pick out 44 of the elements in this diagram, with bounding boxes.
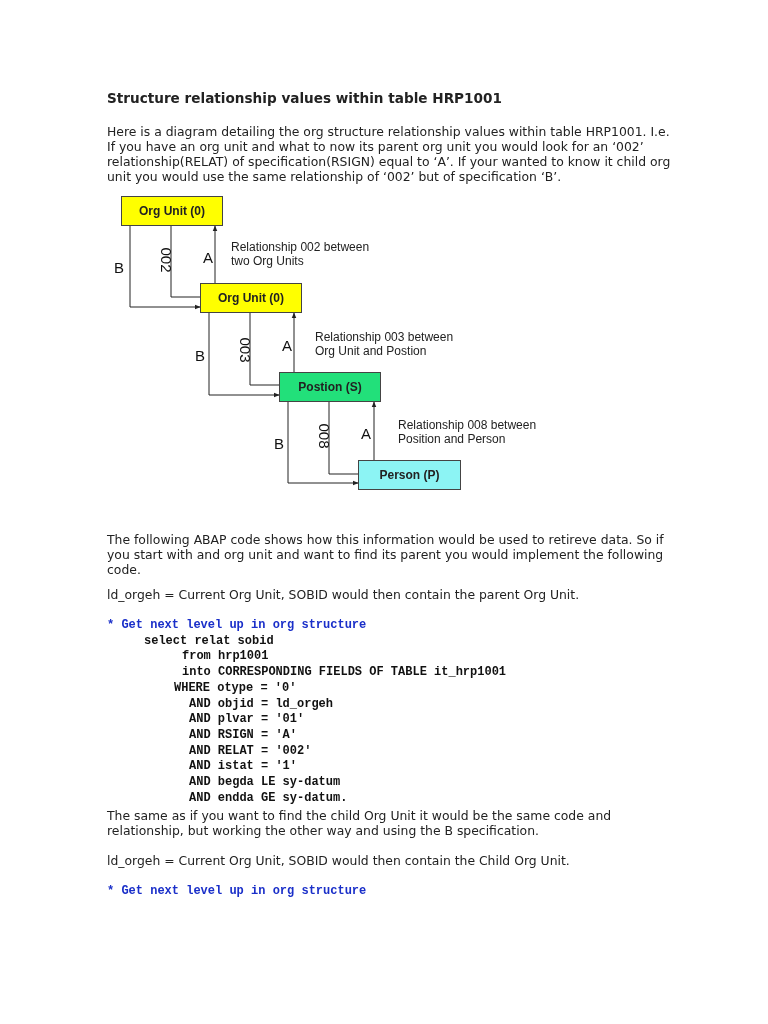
paragraph: ld_orgeh = Current Org Unit, SOBID would then contain the Child Org Unit. (107, 853, 571, 868)
code-comment: * Get next level up in org structure (107, 884, 367, 900)
code-line: AND begda LE sy-datum (189, 775, 341, 791)
arrow (212, 225, 218, 284)
arrow (129, 225, 201, 310)
code-line: from hrp1001 (182, 649, 269, 666)
code-line: AND objid = ld_orgeh (189, 696, 334, 713)
paragraph: ld_orgeh = Current Org Unit, SOBID would then contain the parent Org Unit. (107, 587, 581, 602)
note: Relationship 008 between Position and Person (398, 418, 538, 446)
node-box: Org Unit (0) (121, 196, 223, 226)
heading: Structure relationship values within table HRP1001 (107, 90, 502, 106)
connector-line (249, 312, 280, 386)
edge-label: B (114, 260, 124, 276)
node-box: Org Unit (0) (200, 283, 302, 313)
edge-label: A (203, 250, 213, 266)
code-line: select relat sobid (144, 633, 274, 650)
paragraph: The same as if you want to find the child Org Unit it would be the same code and relationship, but working the other way and using the B specification. (107, 808, 613, 838)
note: Relationship 002 between two Org Units (231, 240, 371, 268)
node-box: Person (P) (358, 460, 461, 490)
edge-label: 003 (236, 337, 253, 363)
code-line: into CORRESPONDING FIELDS OF TABLE it_hrp1001 (182, 665, 507, 681)
paragraph: Here is a diagram detailing the org structure relationship values within table HRP1001. I.e. If you have an org unit and what to now its parent org unit you would look for an ‘002’ relationship(RELAT) of specification(RSIGN) equal to ‘A’. If your wanted to know it child org unit you would use the same relationship of ‘002’ but of specification ‘B’. (107, 124, 672, 184)
code-line: AND istat = '1' (189, 759, 298, 775)
connector-line (328, 401, 359, 475)
code-comment: * Get next level up in org structure (107, 618, 367, 634)
code-line: AND endda GE sy-datum. (189, 790, 348, 807)
edge-label: 008 (315, 423, 332, 449)
edge-label: A (361, 426, 371, 442)
code-line: WHERE otype = '0' (174, 680, 297, 697)
node-box: Postion (S) (279, 372, 381, 402)
edge-label: A (282, 338, 292, 354)
code-line: AND RSIGN = 'A' (189, 727, 298, 744)
code-line: AND RELAT = '002' (189, 743, 312, 760)
note: Relationship 003 between Org Unit and Postion (315, 330, 455, 358)
connector-line (170, 225, 201, 298)
arrow (287, 401, 359, 486)
code-line: AND plvar = '01' (189, 712, 305, 728)
edge-label: B (195, 348, 205, 364)
arrow (291, 312, 297, 373)
edge-label: B (274, 436, 284, 452)
arrow (371, 401, 377, 461)
arrow (208, 312, 280, 398)
paragraph: The following ABAP code shows how this information would be used to retireve data. So if you start with and org unit and want to find its parent you would implement the following code. (107, 532, 665, 577)
edge-label: 002 (157, 247, 174, 273)
